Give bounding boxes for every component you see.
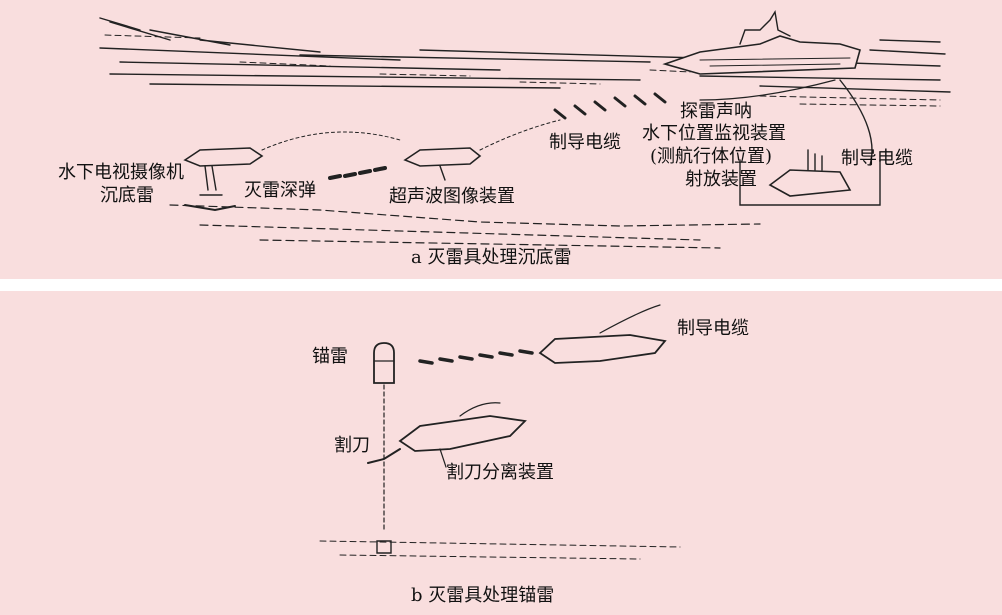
panel-a-illustration <box>99 10 951 249</box>
label-position-monitor: 水下位置监视装置 <box>642 123 786 144</box>
caption-b: b 灭雷具处理锚雷 <box>411 585 555 606</box>
panel-b-illustration <box>319 304 681 560</box>
label-guide-cable-a2: 制导电缆 <box>841 148 913 169</box>
label-cutter: 割刀 <box>334 435 370 456</box>
label-tv-camera: 水下电视摄像机 <box>58 162 184 183</box>
label-guide-cable-a1: 制导电缆 <box>549 132 621 153</box>
label-guide-cable-b: 制导电缆 <box>677 318 749 339</box>
label-cutter-separation: 割刀分离装置 <box>446 462 554 483</box>
panel-separator <box>0 279 1002 291</box>
caption-a: a 灭雷具处理沉底雷 <box>411 247 572 268</box>
label-ultrasonic-imaging: 超声波图像装置 <box>389 186 515 207</box>
label-launcher: 射放装置 <box>685 169 757 190</box>
label-moored-mine: 锚雷 <box>312 346 348 367</box>
label-position-monitor-sub: (测航行体位置) <box>650 146 773 167</box>
label-bottom-mine: 沉底雷 <box>100 185 154 206</box>
label-depth-charge: 灭雷深弹 <box>244 180 316 201</box>
panel-a: 水下电视摄像机 沉底雷 灭雷深弹 超声波图像装置 制导电缆 探雷声呐 水下位置监… <box>0 0 1002 279</box>
panel-b: 锚雷 制导电缆 割刀 割刀分离装置 b 灭雷具处理锚雷 <box>0 291 1002 615</box>
label-mine-sonar: 探雷声呐 <box>680 101 752 122</box>
